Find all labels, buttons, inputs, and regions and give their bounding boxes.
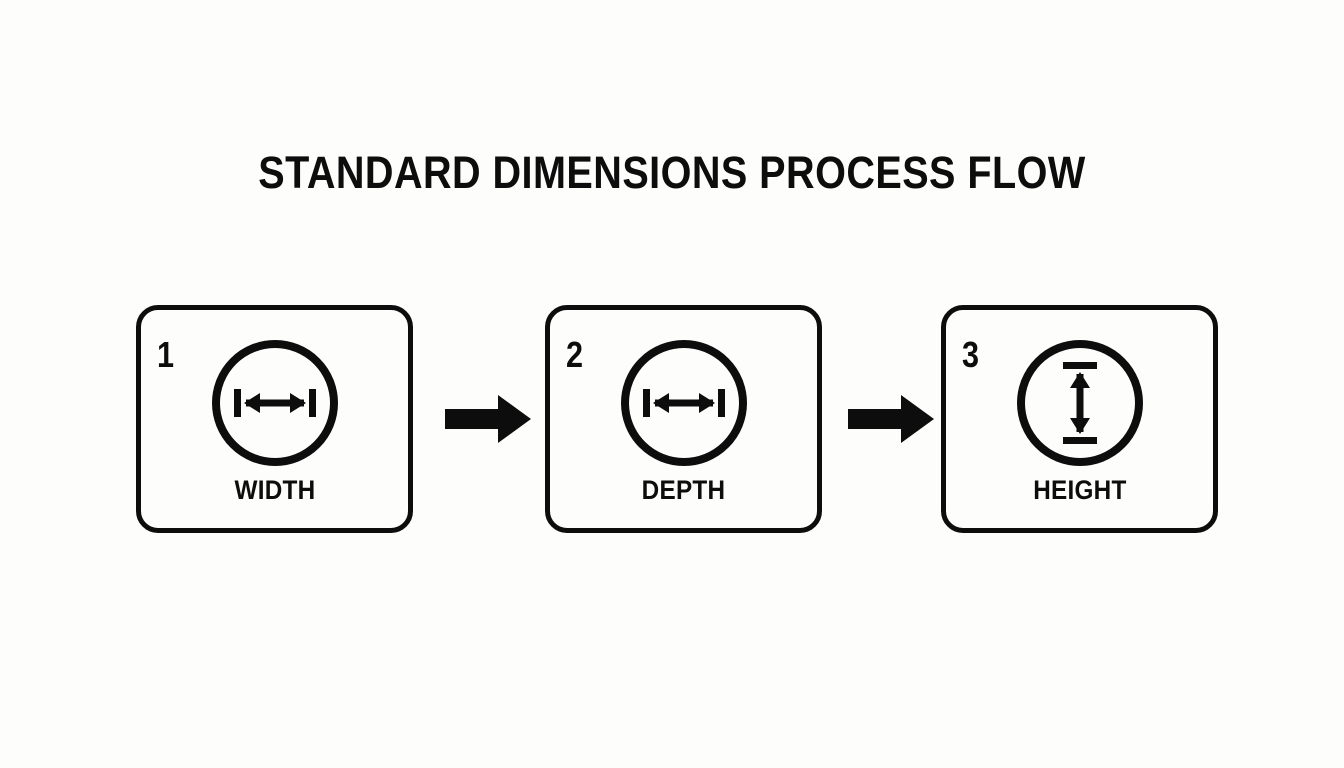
page-title: STANDARD DIMENSIONS PROCESS FLOW	[258, 147, 1086, 198]
step-number-1: 1	[157, 334, 175, 375]
process-step-card-1[interactable]: 1 WIDTH	[136, 305, 413, 533]
step-label-3: HEIGHT	[946, 477, 1213, 504]
step-label-3-text: HEIGHT	[1032, 475, 1127, 505]
process-step-card-2[interactable]: 2 DEPTH	[545, 305, 822, 533]
vertical-double-arrow-icon	[1015, 338, 1145, 468]
step-label-2-text: DEPTH	[641, 475, 726, 505]
step-number-3: 3	[962, 334, 980, 375]
step-label-1: WIDTH	[141, 477, 408, 504]
horizontal-double-arrow-icon	[210, 338, 340, 468]
step-label-2: DEPTH	[550, 477, 817, 504]
horizontal-double-arrow-icon	[619, 338, 749, 468]
process-flow: 1 WIDTH	[0, 305, 1344, 540]
process-step-card-3[interactable]: 3 HEIGHT	[941, 305, 1218, 533]
step-label-1-text: WIDTH	[233, 475, 315, 505]
arrow-right-icon	[846, 393, 936, 445]
arrow-right-icon	[443, 393, 533, 445]
step-number-2: 2	[566, 334, 584, 375]
